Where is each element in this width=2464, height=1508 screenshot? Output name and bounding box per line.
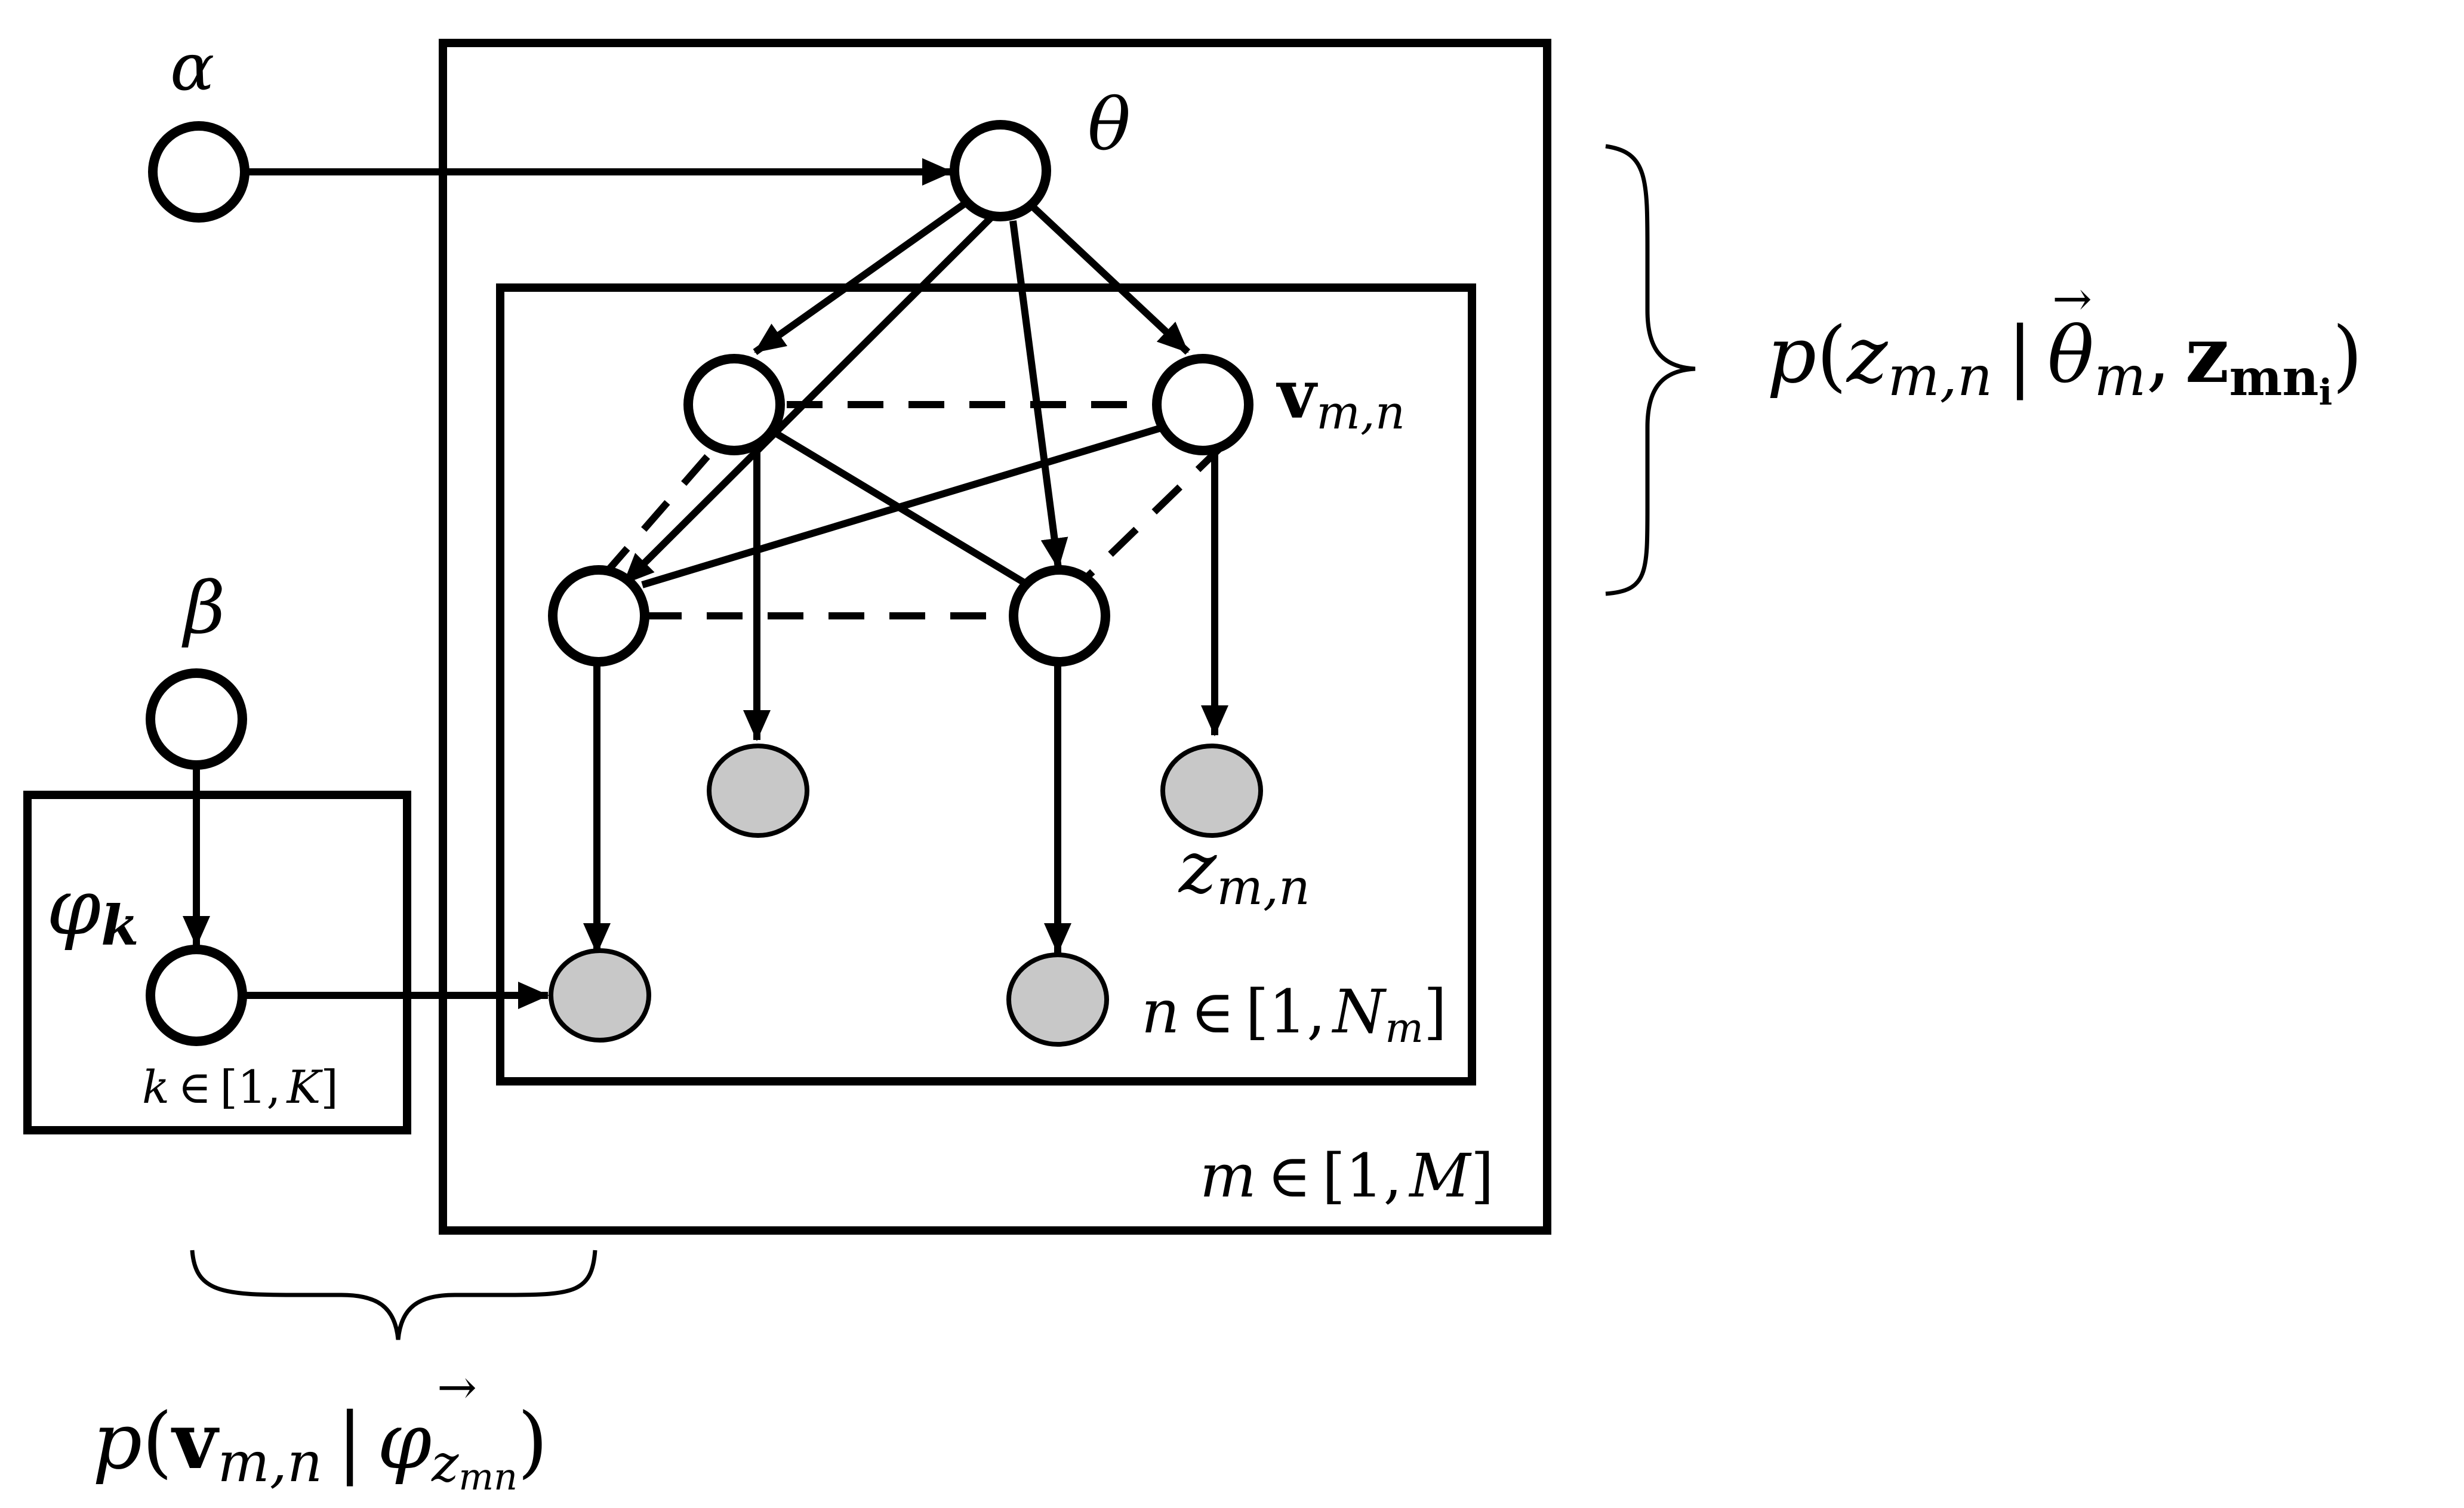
- formula-right: p(zm,n|θm,zmni): [1767, 309, 2363, 414]
- node-v3: [548, 565, 649, 667]
- brace-right: [1605, 144, 1696, 596]
- label-z: zm,n: [1178, 827, 1310, 916]
- node-obs-z1: [707, 744, 809, 838]
- label-beta: β: [181, 567, 225, 650]
- label-theta: θ: [1088, 84, 1131, 166]
- edge-v2-v3: [641, 421, 1172, 588]
- node-v1: [683, 354, 785, 455]
- node-obs-z2: [1160, 744, 1263, 838]
- node-theta: [950, 120, 1051, 221]
- node-beta: [146, 668, 247, 770]
- node-obs-1: [549, 948, 651, 1043]
- plate-k: [23, 791, 411, 1134]
- plate-m: [439, 39, 1551, 1235]
- brace-bottom: [190, 1250, 597, 1340]
- label-phi: φk: [47, 862, 139, 958]
- edge-theta-v1: [753, 197, 972, 355]
- node-alpha: [148, 121, 250, 223]
- edge-theta-v2: [1022, 197, 1191, 355]
- edge-v1-v3-dashed: [595, 454, 710, 584]
- formula-right-vec-arrow: →: [2052, 271, 2092, 326]
- formula-bottom-vec-arrow: →: [437, 1359, 477, 1415]
- label-alpha: α: [170, 29, 214, 105]
- edge-theta-v4: [1009, 220, 1068, 569]
- node-v4: [1009, 565, 1110, 667]
- node-obs-2: [1006, 952, 1109, 1047]
- plate-k-label: k∈[1,K]: [142, 1060, 338, 1114]
- edge-v2-v4-dashed: [1082, 442, 1227, 582]
- edge-theta-v3: [621, 215, 994, 587]
- formula-bottom: p(vm,n|φzmn): [93, 1395, 548, 1498]
- plate-n-label: n∈[1,Nm]: [1141, 977, 1447, 1052]
- node-phi: [146, 945, 247, 1046]
- node-v2: [1152, 354, 1253, 455]
- plate-n: [496, 283, 1476, 1085]
- plate-m-label: m∈[1,M]: [1200, 1141, 1494, 1211]
- label-v: vm,n: [1276, 356, 1405, 440]
